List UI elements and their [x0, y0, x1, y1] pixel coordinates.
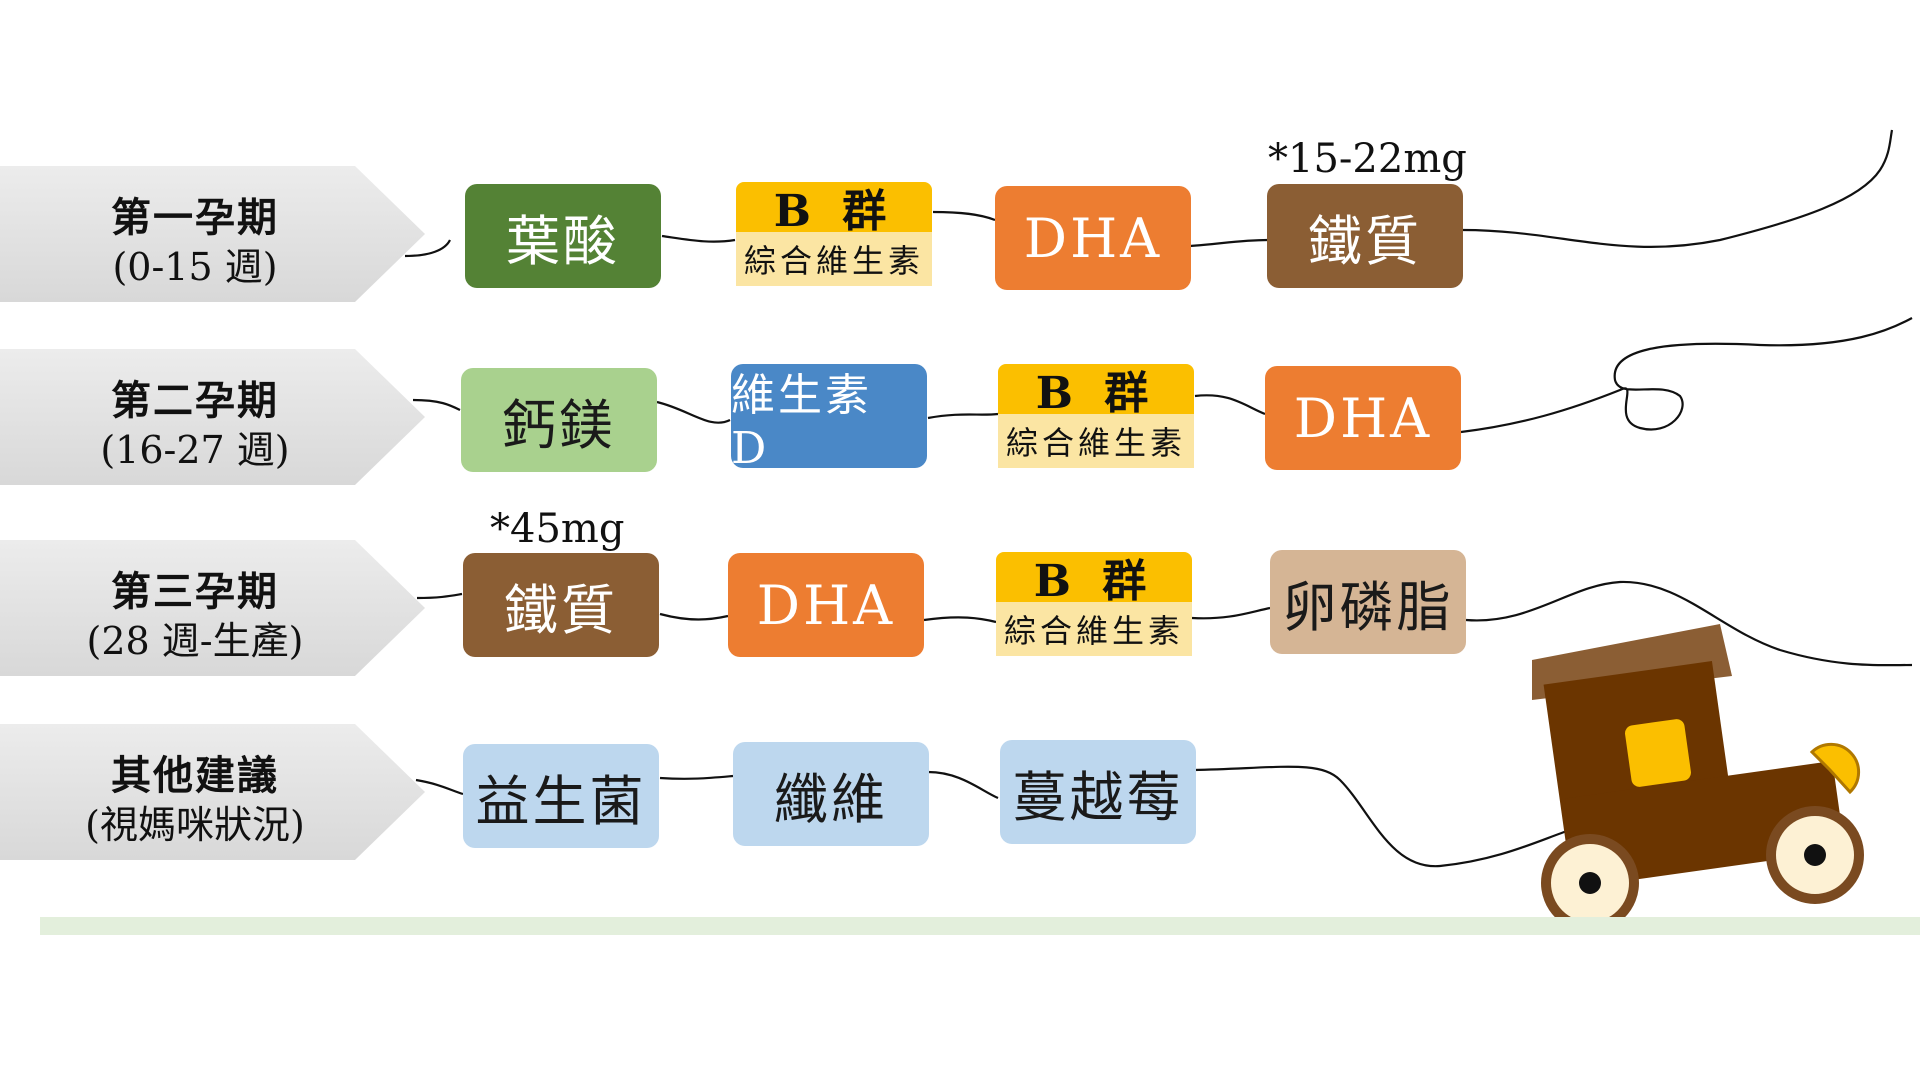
box-vitamin-d: 維生素 D: [731, 364, 927, 474]
box-label: 卵磷脂: [1282, 575, 1454, 639]
cart-icon: [1532, 624, 1864, 932]
box-label: 纖維: [774, 767, 888, 831]
box-dha: DHA: [1265, 366, 1461, 470]
stage-name: 第一孕期: [111, 194, 279, 241]
box-label: DHA: [1023, 206, 1163, 270]
box-iron: 鐵質: [463, 553, 659, 657]
stage-weeks: (28 週-生產): [86, 619, 304, 663]
box-label: 蔓越莓: [1012, 765, 1184, 829]
b-group-label: B 群: [996, 552, 1192, 607]
box-calcium-magnesium: 鈣鎂: [461, 368, 657, 472]
box-folic-acid: 葉酸: [465, 184, 661, 288]
box-label: DHA: [756, 573, 896, 637]
stage-arrow-other: 其他建議 (視媽咪狀況): [0, 724, 425, 860]
box-label: 鐵質: [504, 578, 618, 642]
multivitamin-label: 綜合維生素: [998, 414, 1194, 468]
box-cranberry: 蔓越莓: [1000, 740, 1196, 844]
b-group-label: B 群: [998, 364, 1194, 419]
box-label: 維生素 D: [731, 369, 872, 474]
stage-arrow-trimester-3: 第三孕期 (28 週-生產): [0, 540, 425, 676]
stage-name: 第二孕期: [111, 377, 279, 424]
box-label: 鈣鎂: [502, 393, 616, 457]
box-b-group-multivitamin: B 群 綜合維生素: [996, 552, 1192, 656]
box-b-group-multivitamin: B 群 綜合維生素: [998, 364, 1194, 468]
box-label: 鐵質: [1308, 209, 1422, 273]
box-label: 益生菌: [475, 769, 647, 833]
stage-name: 其他建議: [111, 752, 279, 799]
multivitamin-label: 綜合維生素: [996, 602, 1192, 656]
box-dha: DHA: [995, 186, 1191, 290]
stage-weeks: (16-27 週): [100, 428, 290, 472]
box-dha: DHA: [728, 553, 924, 657]
stage-weeks: (視媽咪狀況): [85, 803, 305, 847]
stage-arrow-trimester-1: 第一孕期 (0-15 週): [0, 166, 425, 302]
stage-name: 第三孕期: [111, 568, 279, 615]
box-b-group-multivitamin: B 群 綜合維生素: [736, 182, 932, 286]
box-label: DHA: [1293, 386, 1433, 450]
multivitamin-label: 綜合維生素: [736, 232, 932, 286]
stage-weeks: (0-15 週): [112, 245, 278, 289]
box-lecithin: 卵磷脂: [1270, 550, 1466, 654]
iron-dose-note: *15-22mg: [1268, 136, 1467, 182]
ground-strip: [40, 917, 1920, 935]
b-group-label: B 群: [736, 182, 932, 237]
stage-arrow-trimester-2: 第二孕期 (16-27 週): [0, 349, 425, 485]
box-fiber: 纖維: [733, 742, 929, 846]
box-probiotics: 益生菌: [463, 744, 659, 848]
box-iron: 鐵質: [1267, 184, 1463, 288]
iron-dose-note: *45mg: [490, 506, 625, 552]
box-label: 葉酸: [506, 209, 620, 273]
